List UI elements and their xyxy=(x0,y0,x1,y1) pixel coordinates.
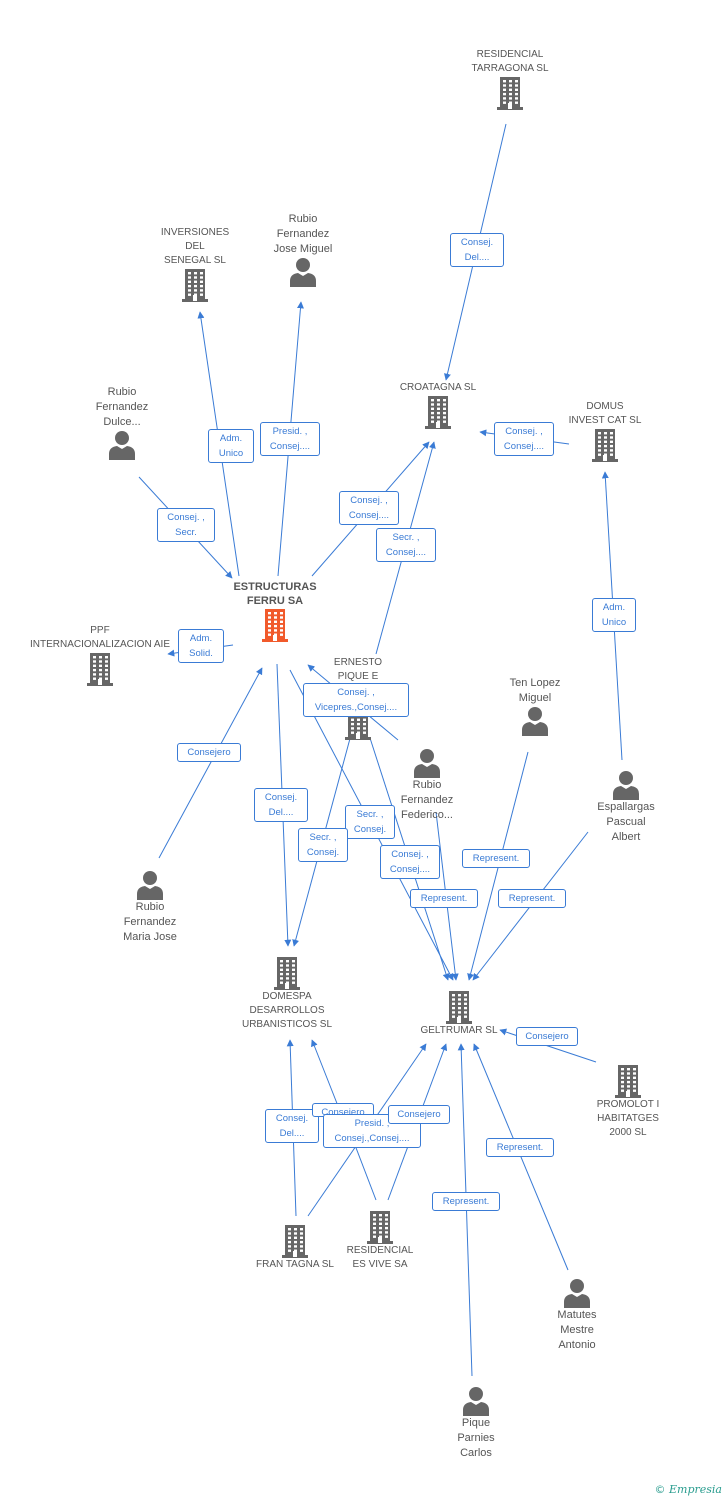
edge-label[interactable]: Consej. , Vicepres.,Consej.... xyxy=(303,683,409,717)
edge-label[interactable]: Secr. , Consej.... xyxy=(376,528,436,562)
brand-name: Empresia xyxy=(669,1483,722,1496)
node-rubio-dulce[interactable]: Rubio Fernandez Dulce... xyxy=(82,385,162,460)
edge-label[interactable]: Consejero xyxy=(388,1105,450,1124)
person-icon xyxy=(258,257,348,287)
edge-label[interactable]: Consej. Del.... xyxy=(254,788,308,822)
node-label: ERNESTO PIQUE E xyxy=(333,657,383,682)
node-label: Pique Parnies Carlos xyxy=(457,1417,495,1459)
node-matutes[interactable]: Matutes Mestre Antonio xyxy=(535,1278,619,1353)
node-label: Rubio Fernandez Federico... xyxy=(400,779,454,821)
building-icon xyxy=(18,652,182,686)
edge-label[interactable]: Represent. xyxy=(498,889,566,908)
edge-label[interactable]: Secr. , Consej. xyxy=(345,805,395,839)
node-rubio-jose-miguel[interactable]: Rubio Fernandez Jose Miguel xyxy=(258,212,348,287)
node-espallargas[interactable]: Espallargas Pascual Albert xyxy=(578,770,674,845)
building-icon xyxy=(215,608,335,642)
node-domespa[interactable]: DOMESPA DESARROLLOS URBANISTICOS SL xyxy=(228,956,346,1032)
node-geltrumar[interactable]: GELTRUMAR SL xyxy=(405,990,513,1038)
node-inversiones-senegal[interactable]: INVERSIONES DEL SENEGAL SL xyxy=(145,226,245,302)
building-icon xyxy=(240,1224,350,1258)
node-label: CROATAGNA SL xyxy=(399,382,477,393)
edge-line xyxy=(311,1039,339,1107)
edge-label[interactable]: Consej. , Consej.... xyxy=(494,422,554,456)
edge-label[interactable]: Consej. , Consej.... xyxy=(380,845,440,879)
brand-footer: © Empresia xyxy=(655,1483,723,1496)
edge-line xyxy=(158,667,263,859)
node-label: Matutes Mestre Antonio xyxy=(557,1309,597,1351)
edge-label[interactable]: Consejero xyxy=(516,1027,578,1046)
node-pique-parnies[interactable]: Pique Parnies Carlos xyxy=(434,1386,518,1461)
building-icon xyxy=(228,956,346,990)
node-label: FRAN TAGNA SL xyxy=(256,1259,334,1270)
person-icon xyxy=(495,706,575,736)
edge-line xyxy=(473,1043,569,1271)
edge-label[interactable]: Represent. xyxy=(410,889,478,908)
person-icon xyxy=(578,770,674,800)
node-label: PPF INTERNACIONALIZACION AIE xyxy=(29,625,171,650)
person-icon xyxy=(434,1386,518,1416)
edge-label[interactable]: Adm. Unico xyxy=(208,429,254,463)
edge-label[interactable]: Secr. , Consej. xyxy=(298,828,348,862)
node-label: Rubio Fernandez Jose Miguel xyxy=(273,213,333,255)
edge-label[interactable]: Consej. , Secr. xyxy=(157,508,215,542)
node-label: Espallargas Pascual Albert xyxy=(597,801,655,843)
edge-label[interactable]: Adm. Solid. xyxy=(178,629,224,663)
node-label: DOMESPA DESARROLLOS URBANISTICOS SL xyxy=(241,991,333,1030)
building-icon xyxy=(580,1064,676,1098)
node-rubio-federico[interactable]: Rubio Fernandez Federico... xyxy=(385,748,469,823)
building-icon xyxy=(335,1210,425,1244)
node-estructuras-ferru[interactable]: ESTRUCTURAS FERRU SA xyxy=(215,580,335,642)
edge-label[interactable]: Consej. Del.... xyxy=(450,233,504,267)
edge-label[interactable]: Consejero xyxy=(177,743,241,762)
node-rubio-maria-jose[interactable]: Rubio Fernandez Maria Jose xyxy=(108,870,192,945)
node-label: GELTRUMAR SL xyxy=(420,1025,498,1036)
node-label: DOMUS INVEST CAT SL xyxy=(568,401,642,426)
person-icon xyxy=(535,1278,619,1308)
building-icon xyxy=(145,268,245,302)
building-icon xyxy=(555,428,655,462)
node-promolot[interactable]: PROMOLOT I HABITATGES 2000 SL xyxy=(580,1064,676,1140)
edge-label[interactable]: Presid. , Consej.... xyxy=(260,422,320,456)
edge-label[interactable]: Represent. xyxy=(486,1138,554,1157)
node-label: Rubio Fernandez Maria Jose xyxy=(123,901,177,943)
node-residencial-tarragona[interactable]: RESIDENCIAL TARRAGONA SL xyxy=(455,48,565,110)
edge-label[interactable]: Consej. , Consej.... xyxy=(339,491,399,525)
copyright-icon: © xyxy=(654,1483,666,1496)
node-domus-invest[interactable]: DOMUS INVEST CAT SL xyxy=(555,400,655,462)
node-residencial-es-vive[interactable]: RESIDENCIAL ES VIVE SA xyxy=(335,1210,425,1272)
person-icon xyxy=(108,870,192,900)
node-croatagna[interactable]: CROATAGNA SL xyxy=(383,381,493,429)
edge-label[interactable]: Represent. xyxy=(432,1192,500,1211)
building-icon xyxy=(455,76,565,110)
person-icon xyxy=(82,430,162,460)
node-label: ESTRUCTURAS FERRU SA xyxy=(233,581,317,607)
node-label: Rubio Fernandez Dulce... xyxy=(95,386,149,428)
node-label: Ten Lopez Miguel xyxy=(509,677,561,704)
node-label: INVERSIONES DEL SENEGAL SL xyxy=(160,227,230,266)
edge-label[interactable]: Consej. Del.... xyxy=(265,1109,319,1143)
building-icon xyxy=(405,990,513,1024)
edge-label[interactable]: Represent. xyxy=(462,849,530,868)
node-ppf[interactable]: PPF INTERNACIONALIZACION AIE xyxy=(18,624,182,686)
node-label: RESIDENCIAL TARRAGONA SL xyxy=(471,49,549,74)
node-ten-lopez[interactable]: Ten Lopez Miguel xyxy=(495,676,575,736)
building-icon xyxy=(383,395,493,429)
node-label: PROMOLOT I HABITATGES 2000 SL xyxy=(596,1099,660,1138)
node-fran-tagna[interactable]: FRAN TAGNA SL xyxy=(240,1224,350,1272)
node-label: RESIDENCIAL ES VIVE SA xyxy=(346,1245,414,1270)
person-icon xyxy=(385,748,469,778)
edge-label[interactable]: Adm. Unico xyxy=(592,598,636,632)
